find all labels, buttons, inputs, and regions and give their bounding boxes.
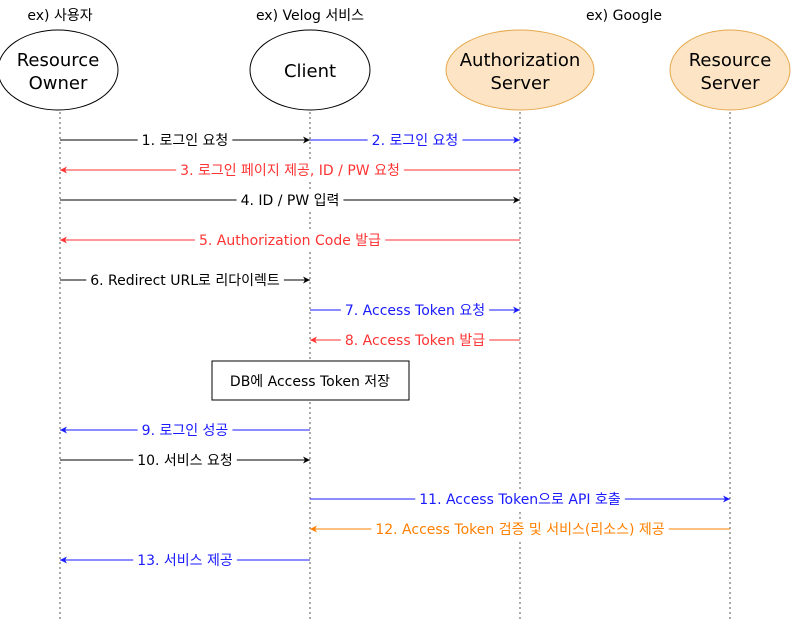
participant-ellipse-client: [249, 29, 371, 111]
note-text: DB에 Access Token 저장: [230, 374, 390, 390]
message-label-bg-11: [415, 491, 625, 509]
message-label-bg-7: [340, 302, 490, 320]
participant-authorization-server: Authorization Server: [445, 29, 595, 111]
messages: 1. 로그인 요청 2. 로그인 요청 3. 로그인 페이지 제공, ID / PW…: [60, 132, 730, 570]
message-label-11: 11. Access Token으로 API 호출: [419, 492, 621, 508]
message-label-6: 6. Redirect URL로 리다이렉트: [90, 273, 280, 289]
participant-ellipse-auth: [445, 29, 595, 111]
message-label-13: 13. 서비스 제공: [137, 553, 233, 569]
message-label-7: 7. Access Token 요청: [345, 303, 485, 319]
participant-owner-line1: Resource: [17, 50, 100, 71]
message-label-bg-3: [176, 162, 404, 180]
message-label-bg-2: [367, 132, 463, 150]
example-caption-client: ex) Velog 서비스: [256, 8, 364, 24]
participant-auth-line1: Authorization: [460, 50, 581, 71]
message-label-1: 1. 로그인 요청: [142, 133, 229, 149]
participant-ellipse-rs: [669, 29, 791, 111]
message-7: 7. Access Token 요청: [310, 302, 520, 320]
participant-client: Client: [249, 29, 371, 111]
message-6: 6. Redirect URL로 리다이렉트: [60, 272, 310, 290]
message-2: 2. 로그인 요청: [310, 132, 520, 150]
message-label-bg-1: [137, 132, 233, 150]
message-13: 13. 서비스 제공: [60, 552, 310, 570]
message-label-bg-8: [340, 332, 490, 350]
participant-rs-line1: Resource: [689, 50, 772, 71]
note-box: [211, 360, 410, 401]
message-label-bg-4: [236, 192, 344, 210]
participant-resource-server: Resource Server: [669, 29, 791, 111]
message-label-bg-6: [86, 272, 284, 290]
message-label-12: 12. Access Token 검증 및 서비스(리소스) 제공: [375, 522, 664, 538]
message-label-9: 9. 로그인 성공: [142, 423, 229, 439]
example-captions: ex) 사용자 ex) Velog 서비스 ex) Google: [27, 8, 662, 24]
message-label-2: 2. 로그인 요청: [372, 133, 459, 149]
participant-owner-line2: Owner: [29, 73, 88, 94]
message-1: 1. 로그인 요청: [60, 132, 310, 150]
message-label-bg-9: [137, 422, 233, 440]
message-12: 12. Access Token 검증 및 서비스(리소스) 제공: [310, 521, 730, 539]
example-caption-owner: ex) 사용자: [27, 8, 92, 24]
message-10: 10. 서비스 요청: [60, 452, 310, 470]
message-3: 3. 로그인 페이지 제공, ID / PW 요청: [60, 162, 520, 180]
message-label-10: 10. 서비스 요청: [137, 453, 233, 469]
note: DB에 Access Token 저장: [211, 360, 410, 401]
participant-resource-owner: Resource Owner: [0, 29, 119, 111]
message-label-bg-12: [371, 521, 669, 539]
message-label-4: 4. ID / PW 입력: [241, 193, 340, 209]
participant-client-line1: Client: [284, 61, 336, 82]
participant-rs-line2: Server: [700, 73, 760, 94]
message-8: 8. Access Token 발급: [310, 332, 520, 350]
message-label-bg-5: [194, 232, 386, 250]
example-caption-auth: ex) Google: [586, 8, 662, 24]
participant-ellipse-owner: [0, 29, 119, 111]
message-label-bg-10: [133, 452, 237, 470]
message-11: 11. Access Token으로 API 호출: [310, 491, 730, 509]
participant-auth-line2: Server: [490, 73, 550, 94]
message-label-bg-13: [133, 552, 237, 570]
message-label-8: 8. Access Token 발급: [345, 333, 485, 349]
message-4: 4. ID / PW 입력: [60, 192, 520, 210]
message-label-3: 3. 로그인 페이지 제공, ID / PW 요청: [180, 163, 400, 179]
message-9: 9. 로그인 성공: [60, 422, 310, 440]
message-5: 5. Authorization Code 발급: [60, 232, 520, 250]
message-label-5: 5. Authorization Code 발급: [199, 233, 381, 249]
